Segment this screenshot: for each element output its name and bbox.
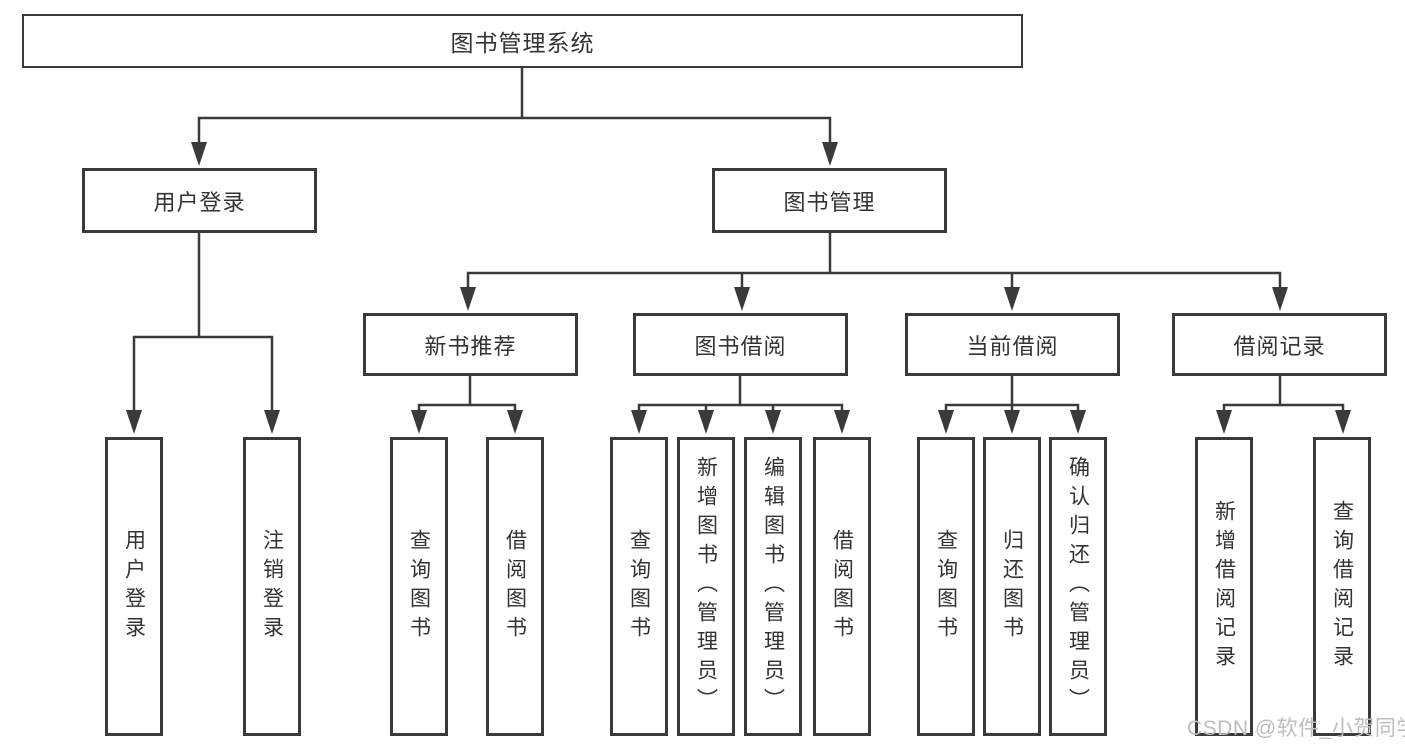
node-new-book-recommend-label: 新书推荐: [424, 333, 517, 359]
node-current-borrow-label: 当前借阅: [966, 333, 1059, 359]
node-book-management-label: 图书管理: [783, 189, 876, 215]
arrowhead: [1070, 410, 1086, 434]
arrowhead: [834, 410, 850, 434]
leaf-add-borrow-record: 新增借阅记录: [1195, 437, 1253, 736]
arrowhead: [1335, 410, 1351, 434]
leaf-add-book-admin-label: 新增图书（管理员）: [694, 456, 718, 717]
arrowhead: [507, 410, 523, 434]
leaf-borrow-books-recommend: 借阅图书: [486, 437, 544, 736]
leaf-query-books-recommend-label: 查询图书: [407, 528, 431, 645]
arrowhead: [1272, 287, 1288, 311]
leaf-logout-login-label: 注销登录: [260, 528, 284, 645]
leaf-edit-book-admin: 编辑图书（管理员）: [744, 437, 802, 736]
connector-book-borrow-children: [631, 376, 850, 434]
connector-line: [197, 116, 832, 143]
leaf-borrow-books-borrow-label: 借阅图书: [830, 528, 854, 645]
arrowhead: [822, 142, 838, 166]
connector-current-borrow-children: [938, 376, 1086, 434]
arrowhead: [460, 287, 476, 311]
connector-root-children: [191, 68, 838, 166]
leaf-return-books: 归还图书: [983, 437, 1041, 736]
node-current-borrow: 当前借阅: [905, 313, 1120, 376]
connector-user-login-children: [126, 233, 280, 434]
arrowhead: [765, 410, 781, 434]
connector-line: [132, 335, 274, 411]
arrowhead: [1216, 410, 1232, 434]
arrowhead: [698, 410, 714, 434]
node-borrow-records-label: 借阅记录: [1233, 333, 1326, 359]
watermark: CSDN @软件_小贺同学: [1187, 717, 1405, 740]
node-user-login-label: 用户登录: [153, 189, 246, 215]
node-book-borrow: 图书借阅: [633, 313, 848, 376]
leaf-user-login: 用户登录: [105, 437, 163, 736]
connector-line: [637, 403, 844, 411]
arrowhead: [631, 410, 647, 434]
arrowhead: [264, 410, 280, 434]
connector-line: [417, 403, 517, 411]
leaf-confirm-return-admin: 确认归还（管理员）: [1049, 437, 1107, 736]
leaf-query-books-borrow-label: 查询图书: [627, 528, 651, 645]
leaf-borrow-books-borrow: 借阅图书: [813, 437, 871, 736]
connector-book-management-children: [460, 233, 1288, 311]
arrowhead: [938, 410, 954, 434]
leaf-borrow-books-recommend-label: 借阅图书: [503, 528, 527, 645]
leaf-query-books-current-label: 查询图书: [934, 528, 958, 645]
leaf-query-borrow-record-label: 查询借阅记录: [1330, 499, 1354, 674]
arrowhead: [1004, 410, 1020, 434]
node-root: 图书管理系统: [22, 14, 1023, 68]
leaf-query-books-current: 查询图书: [917, 437, 975, 736]
leaf-confirm-return-admin-label: 确认归还（管理员）: [1066, 456, 1090, 717]
arrowhead: [734, 287, 750, 311]
arrowhead: [411, 410, 427, 434]
connector-line: [466, 271, 1282, 288]
node-book-borrow-label: 图书借阅: [694, 333, 787, 359]
leaf-query-books-recommend: 查询图书: [390, 437, 448, 736]
node-root-label: 图书管理系统: [450, 30, 595, 56]
connector-line: [944, 403, 1080, 411]
arrowhead: [126, 410, 142, 434]
arrowhead: [1004, 287, 1020, 311]
leaf-query-borrow-record: 查询借阅记录: [1313, 437, 1371, 736]
node-book-management: 图书管理: [712, 168, 947, 233]
node-borrow-records: 借阅记录: [1172, 313, 1387, 376]
leaf-query-books-borrow: 查询图书: [610, 437, 668, 736]
leaf-user-login-label: 用户登录: [122, 528, 146, 645]
leaf-add-book-admin: 新增图书（管理员）: [677, 437, 735, 736]
leaf-return-books-label: 归还图书: [1000, 528, 1024, 645]
leaf-logout-login: 注销登录: [243, 437, 301, 736]
node-user-login: 用户登录: [82, 168, 317, 233]
connector-borrow-records-children: [1216, 376, 1351, 434]
leaf-add-borrow-record-label: 新增借阅记录: [1212, 499, 1236, 674]
arrowhead: [191, 142, 207, 166]
node-new-book-recommend: 新书推荐: [363, 313, 578, 376]
connector-line: [1222, 403, 1345, 411]
leaf-edit-book-admin-label: 编辑图书（管理员）: [761, 456, 785, 717]
connector-new-book-recommend-children: [411, 376, 523, 434]
